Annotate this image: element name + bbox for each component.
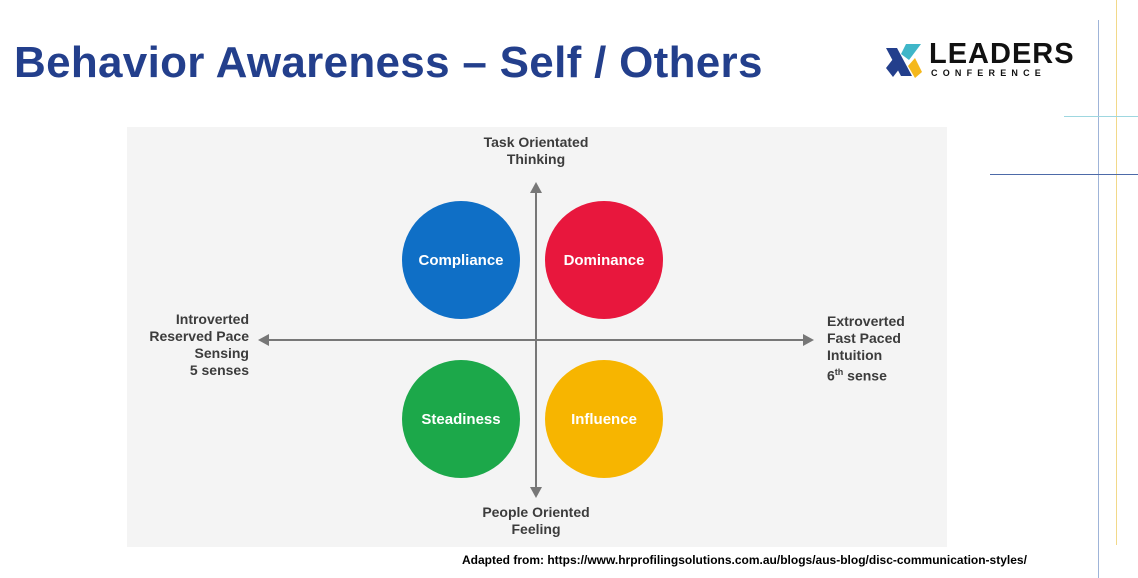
logo-x-mark-icon xyxy=(886,44,922,78)
quadrant-dominance: Dominance xyxy=(545,201,663,319)
quadrant-steadiness: Steadiness xyxy=(402,360,520,478)
top-axis-label: Task Orientated Thinking xyxy=(483,134,589,167)
source-attribution: Adapted from: https://www.hrprofilingsol… xyxy=(462,553,1027,567)
left-axis-label: Introverted Reserved Pace Sensing 5 sens… xyxy=(149,311,249,378)
decorative-line-horizontal-teal xyxy=(1064,116,1138,117)
logo-subtitle: CONFERENCE xyxy=(931,68,1047,78)
arrow-down-icon xyxy=(530,487,542,498)
quadrant-dominance-label: Dominance xyxy=(563,251,645,269)
leaders-conference-logo: LEADERS CONFERENCE xyxy=(884,38,1074,86)
right-axis-label: Extroverted Fast Paced Intuition 6th sen… xyxy=(827,313,905,384)
quadrant-steadiness-label: Steadiness xyxy=(421,410,501,428)
quadrant-influence-label: Influence xyxy=(571,410,637,428)
bottom-axis-label: People Oriented Feeling xyxy=(482,504,590,537)
decorative-line-vertical-navy xyxy=(1098,20,1099,578)
quadrant-influence: Influence xyxy=(545,360,663,478)
slide-title: Behavior Awareness – Self / Others xyxy=(14,38,763,87)
diagram-axes xyxy=(258,182,814,498)
quadrant-compliance: Compliance xyxy=(402,201,520,319)
disc-diagram-panel: Task Orientated Thinking People Oriented… xyxy=(127,127,947,547)
decorative-line-horizontal-navy xyxy=(990,174,1138,175)
decorative-line-vertical-gold xyxy=(1116,0,1117,545)
logo-wordmark: LEADERS xyxy=(929,38,1075,70)
arrow-up-icon xyxy=(530,182,542,193)
arrow-right-icon xyxy=(803,334,814,346)
quadrant-compliance-label: Compliance xyxy=(418,251,504,269)
arrow-left-icon xyxy=(258,334,269,346)
